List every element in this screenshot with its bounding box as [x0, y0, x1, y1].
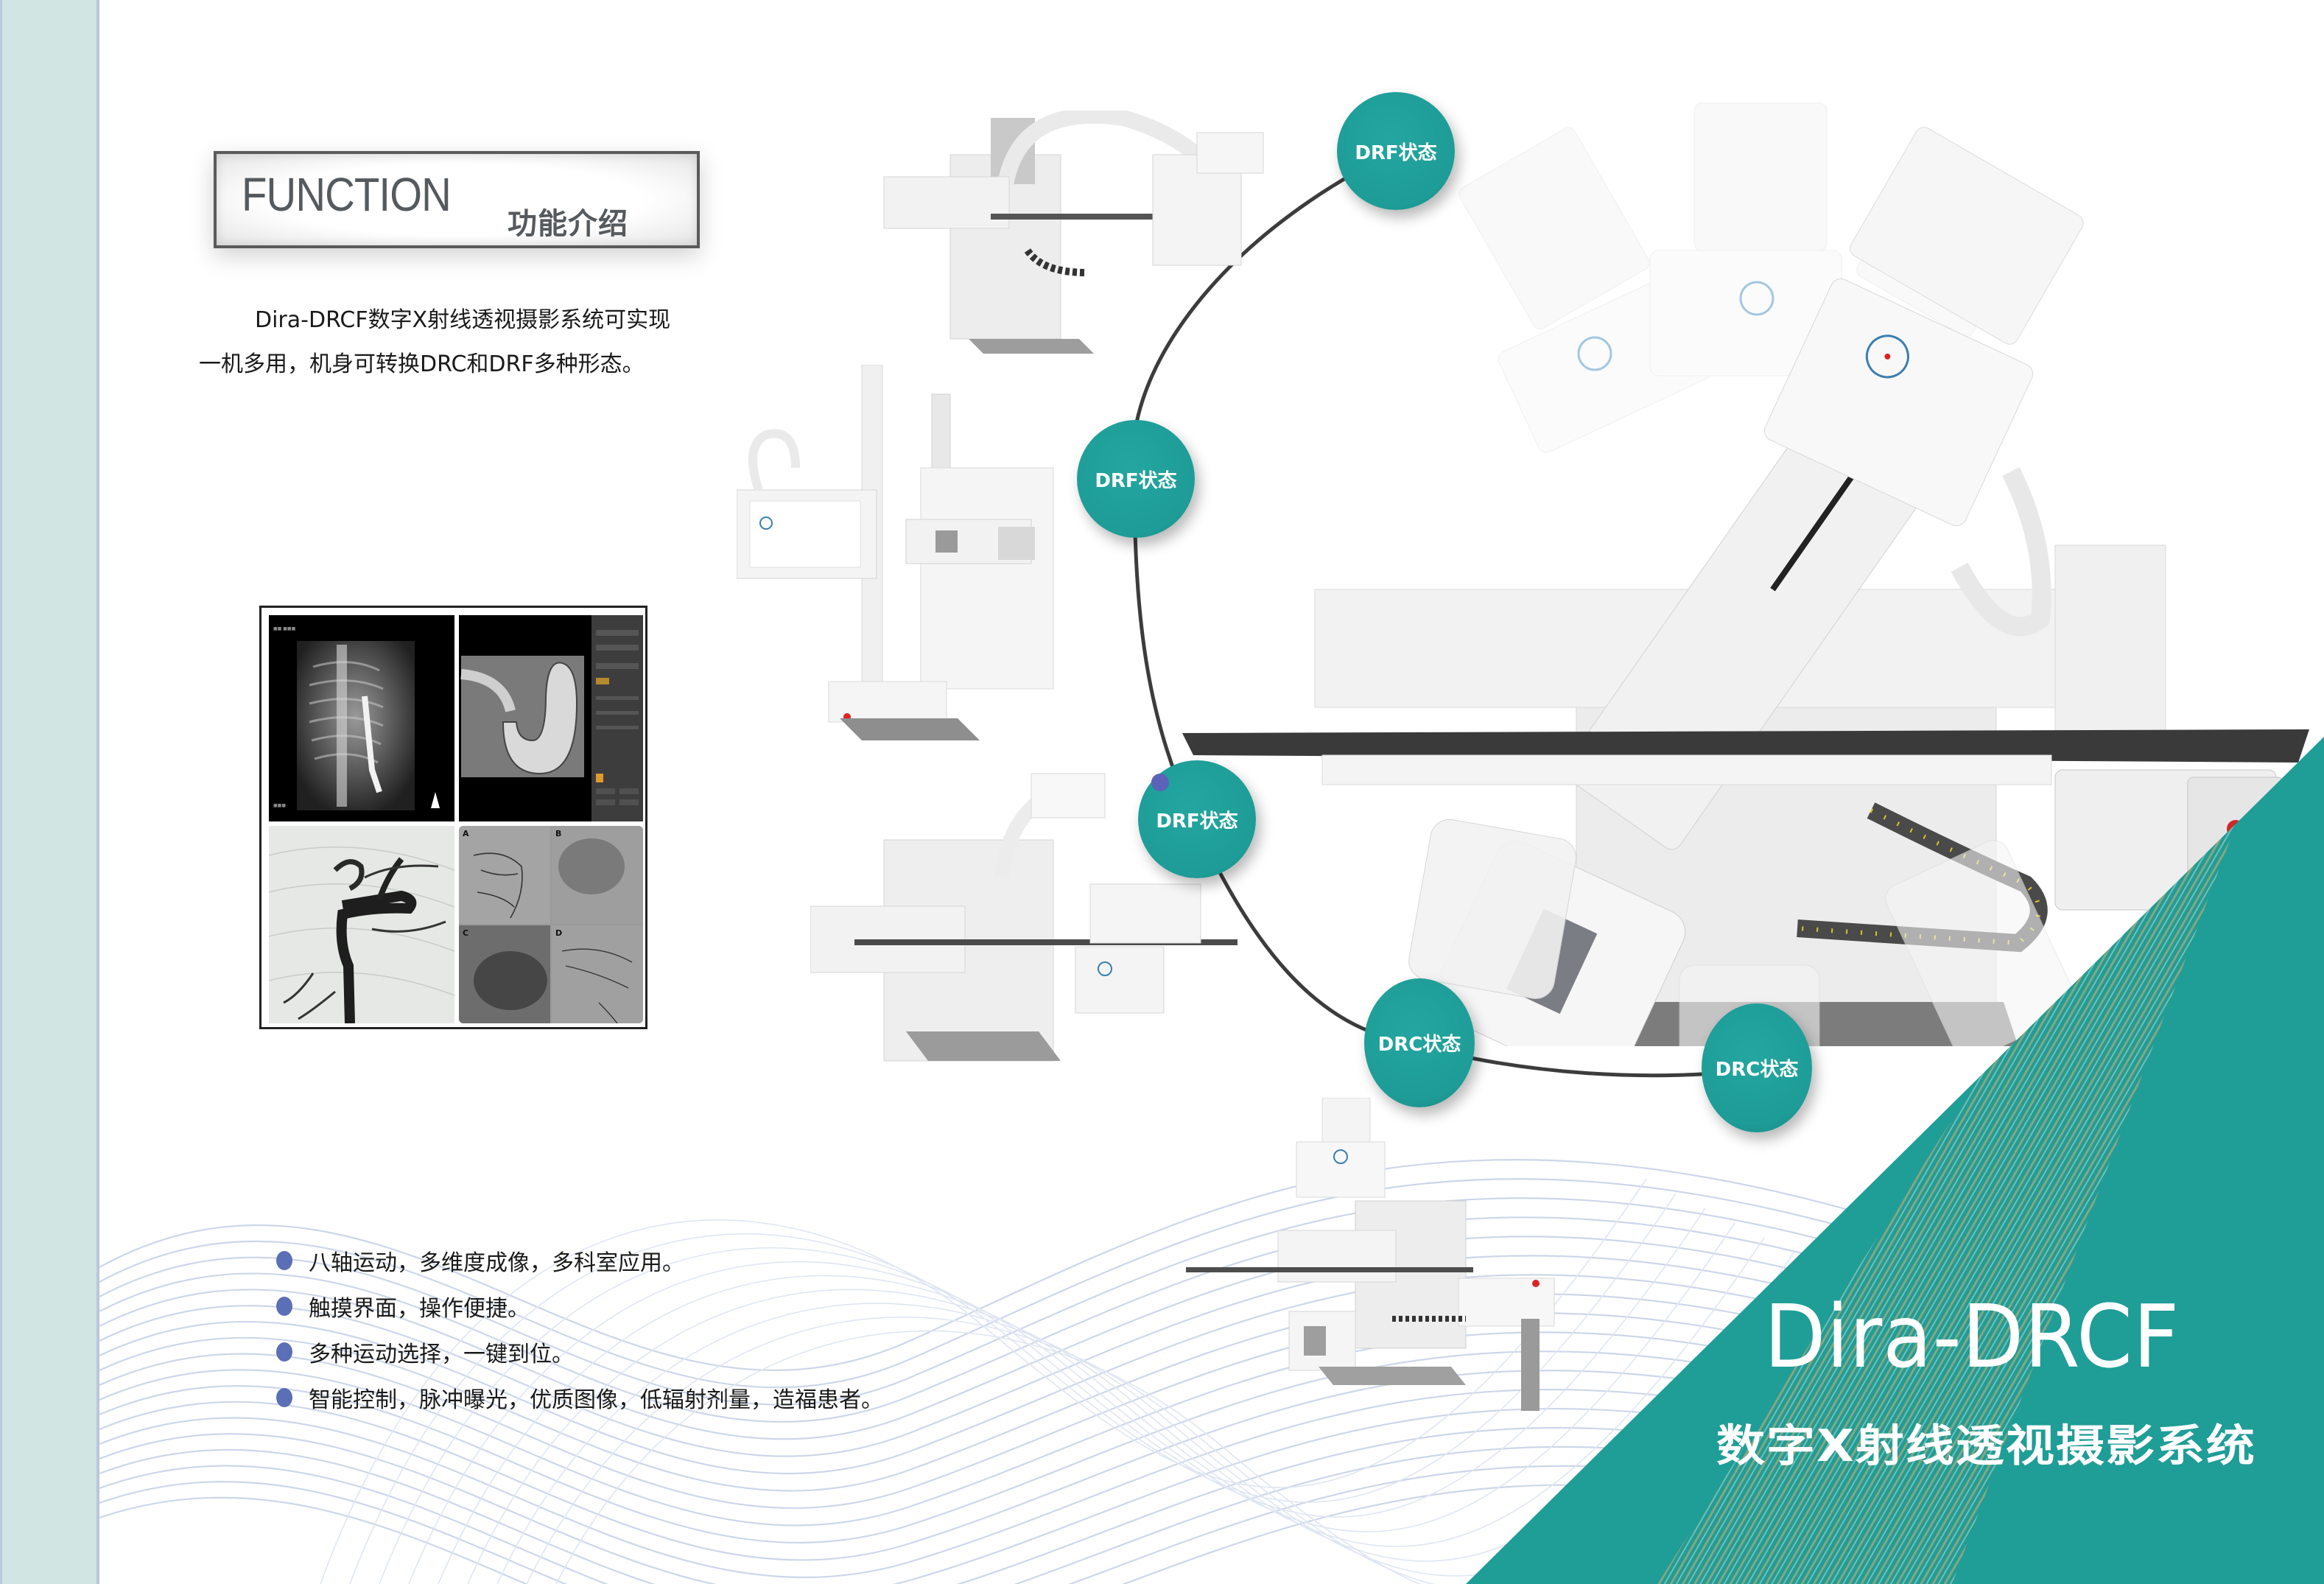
feature-text: 八轴运动，多维度成像，多科室应用。	[309, 1250, 684, 1276]
state-badge-drc-2: DRC状态	[1702, 1003, 1812, 1132]
stomach-contrast-panel	[459, 615, 643, 821]
bullet-dot-icon	[276, 1388, 292, 1407]
state-badge-drf-3: DRF状态	[1138, 760, 1256, 878]
feature-item: 触摸界面，操作便捷。	[276, 1283, 883, 1329]
machine-drf-table-image	[810, 773, 1238, 1062]
pin-dot-icon	[1151, 774, 1169, 791]
bullet-dot-icon	[276, 1251, 292, 1270]
state-badge-drf-1: DRF状态	[1337, 92, 1455, 210]
quad-label-b: B	[555, 829, 561, 838]
state-badge-drc-1: DRC状态	[1364, 978, 1475, 1107]
medical-image-collage: ■■ ■■■ ■■■	[259, 606, 647, 1029]
state-label: DRC状态	[1715, 1059, 1799, 1081]
intro-line-2: 一机多用，机身可转换DRC和DRF多种形态。	[199, 351, 645, 377]
state-label: DRF状态	[1156, 810, 1238, 833]
machine-drf-vertical-image	[737, 365, 1054, 740]
svg-text:■■ ■■■: ■■ ■■■	[273, 626, 296, 631]
state-label: DRF状态	[1355, 141, 1437, 164]
function-subtitle: 功能介绍	[508, 207, 628, 241]
intro-line-1: Dira-DRCF数字X射线透视摄影系统可实现	[255, 307, 671, 333]
quad-label-d: D	[555, 928, 562, 938]
angiography-neck-panel	[269, 826, 454, 1023]
function-header-box: FUNCTION 功能介绍	[214, 151, 700, 248]
quad-label-c: C	[463, 928, 468, 938]
feature-text: 多种运动选择，一键到位。	[309, 1342, 574, 1367]
machine-drf-top-image	[883, 111, 1264, 354]
chest-xray-panel: ■■ ■■■ ■■■	[269, 615, 454, 821]
bullet-dot-icon	[276, 1297, 292, 1316]
product-description: 数字X射线透视摄影系统	[1716, 1420, 2256, 1472]
angiography-quad-panel: A B C D	[459, 826, 643, 1023]
bullet-dot-icon	[276, 1342, 292, 1362]
feature-item: 八轴运动，多维度成像，多科室应用。	[276, 1238, 883, 1283]
quad-label-a: A	[463, 829, 469, 838]
left-decorative-band	[0, 0, 99, 1584]
state-label: DRC状态	[1377, 1034, 1461, 1056]
feature-text: 触摸界面，操作便捷。	[309, 1296, 530, 1322]
machine-drc-bottom-image	[1186, 1098, 1555, 1411]
function-title: FUNCTION	[242, 168, 452, 221]
intro-paragraph: Dira-DRCF数字X射线透视摄影系统可实现 一机多用，机身可转换DRC和DR…	[199, 298, 759, 387]
product-name: Dira-DRCF	[1764, 1286, 2180, 1387]
feature-item: 智能控制，脉冲曝光，优质图像，低辐射剂量，造福患者。	[276, 1375, 883, 1420]
feature-item: 多种运动选择，一键到位。	[276, 1329, 883, 1375]
svg-text:■■■: ■■■	[273, 803, 286, 808]
feature-list: 八轴运动，多维度成像，多科室应用。 触摸界面，操作便捷。 多种运动选择，一键到位…	[276, 1238, 883, 1420]
state-label: DRF状态	[1095, 469, 1177, 492]
state-badge-drf-2: DRF状态	[1077, 420, 1195, 538]
feature-text: 智能控制，脉冲曝光，优质图像，低辐射剂量，造福患者。	[309, 1387, 883, 1413]
machine-large-composite-image	[1182, 102, 2309, 1046]
